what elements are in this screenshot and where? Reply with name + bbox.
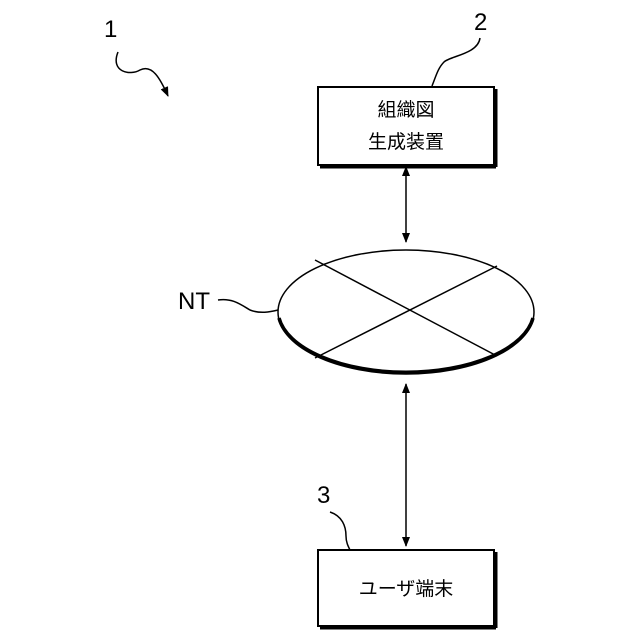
terminal-ref-leader bbox=[330, 512, 350, 550]
generator-device-label-line1: 組織図 bbox=[377, 99, 434, 121]
network-ref-label: NT bbox=[178, 288, 210, 315]
user-terminal-box: ユーザ端末 bbox=[318, 550, 496, 628]
system-ref-label: 1 bbox=[104, 16, 117, 43]
generator-device-label-line2: 生成装置 bbox=[368, 131, 444, 153]
generator-ref-leader bbox=[432, 38, 480, 86]
terminal-ref-label: 3 bbox=[317, 482, 330, 509]
network-symbol bbox=[278, 250, 534, 374]
network-ref-leader bbox=[218, 300, 278, 313]
user-terminal-label: ユーザ端末 bbox=[359, 578, 454, 600]
system-ref-leader bbox=[116, 52, 168, 96]
generator-ref-label: 2 bbox=[474, 9, 487, 36]
generator-device-box: 組織図 生成装置 bbox=[318, 87, 496, 167]
